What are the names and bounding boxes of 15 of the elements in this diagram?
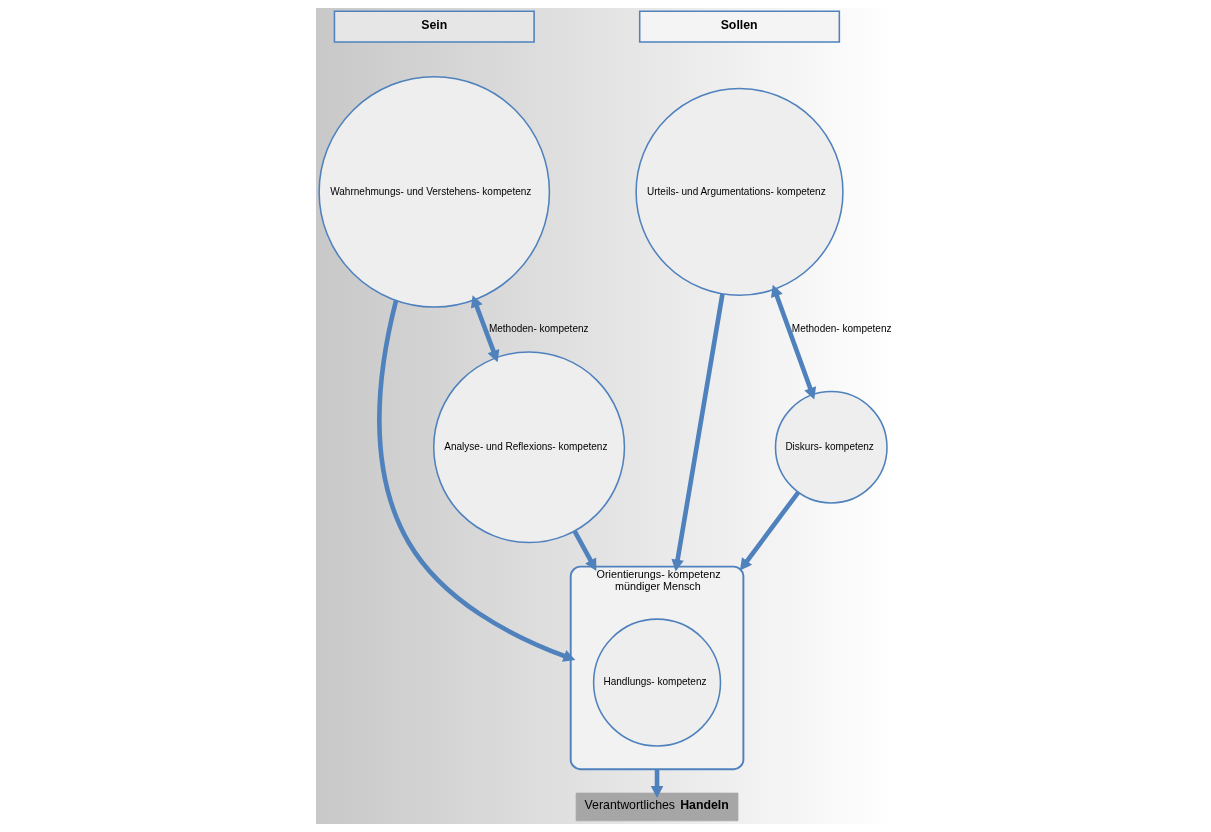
node-circle: Handlungs- kompetenz xyxy=(592,618,721,747)
arrow xyxy=(670,293,725,572)
arrow xyxy=(770,284,816,400)
arrow xyxy=(376,300,575,662)
node-circle: Analyse- und Reflexions- kompetenz xyxy=(432,351,625,544)
arrow xyxy=(470,295,499,363)
edge-label: Methoden- kompetenz xyxy=(791,323,891,335)
node-box: Sollen xyxy=(638,10,840,43)
node-circle: Diskurs- kompetenz xyxy=(774,390,888,504)
arrow xyxy=(650,769,663,798)
arrow xyxy=(739,490,800,571)
node-box: Verantwortliches Handeln xyxy=(575,792,738,822)
edge-label: Methoden- kompetenz xyxy=(488,323,589,335)
node-box: Sein xyxy=(333,10,535,43)
arrow xyxy=(572,530,596,571)
